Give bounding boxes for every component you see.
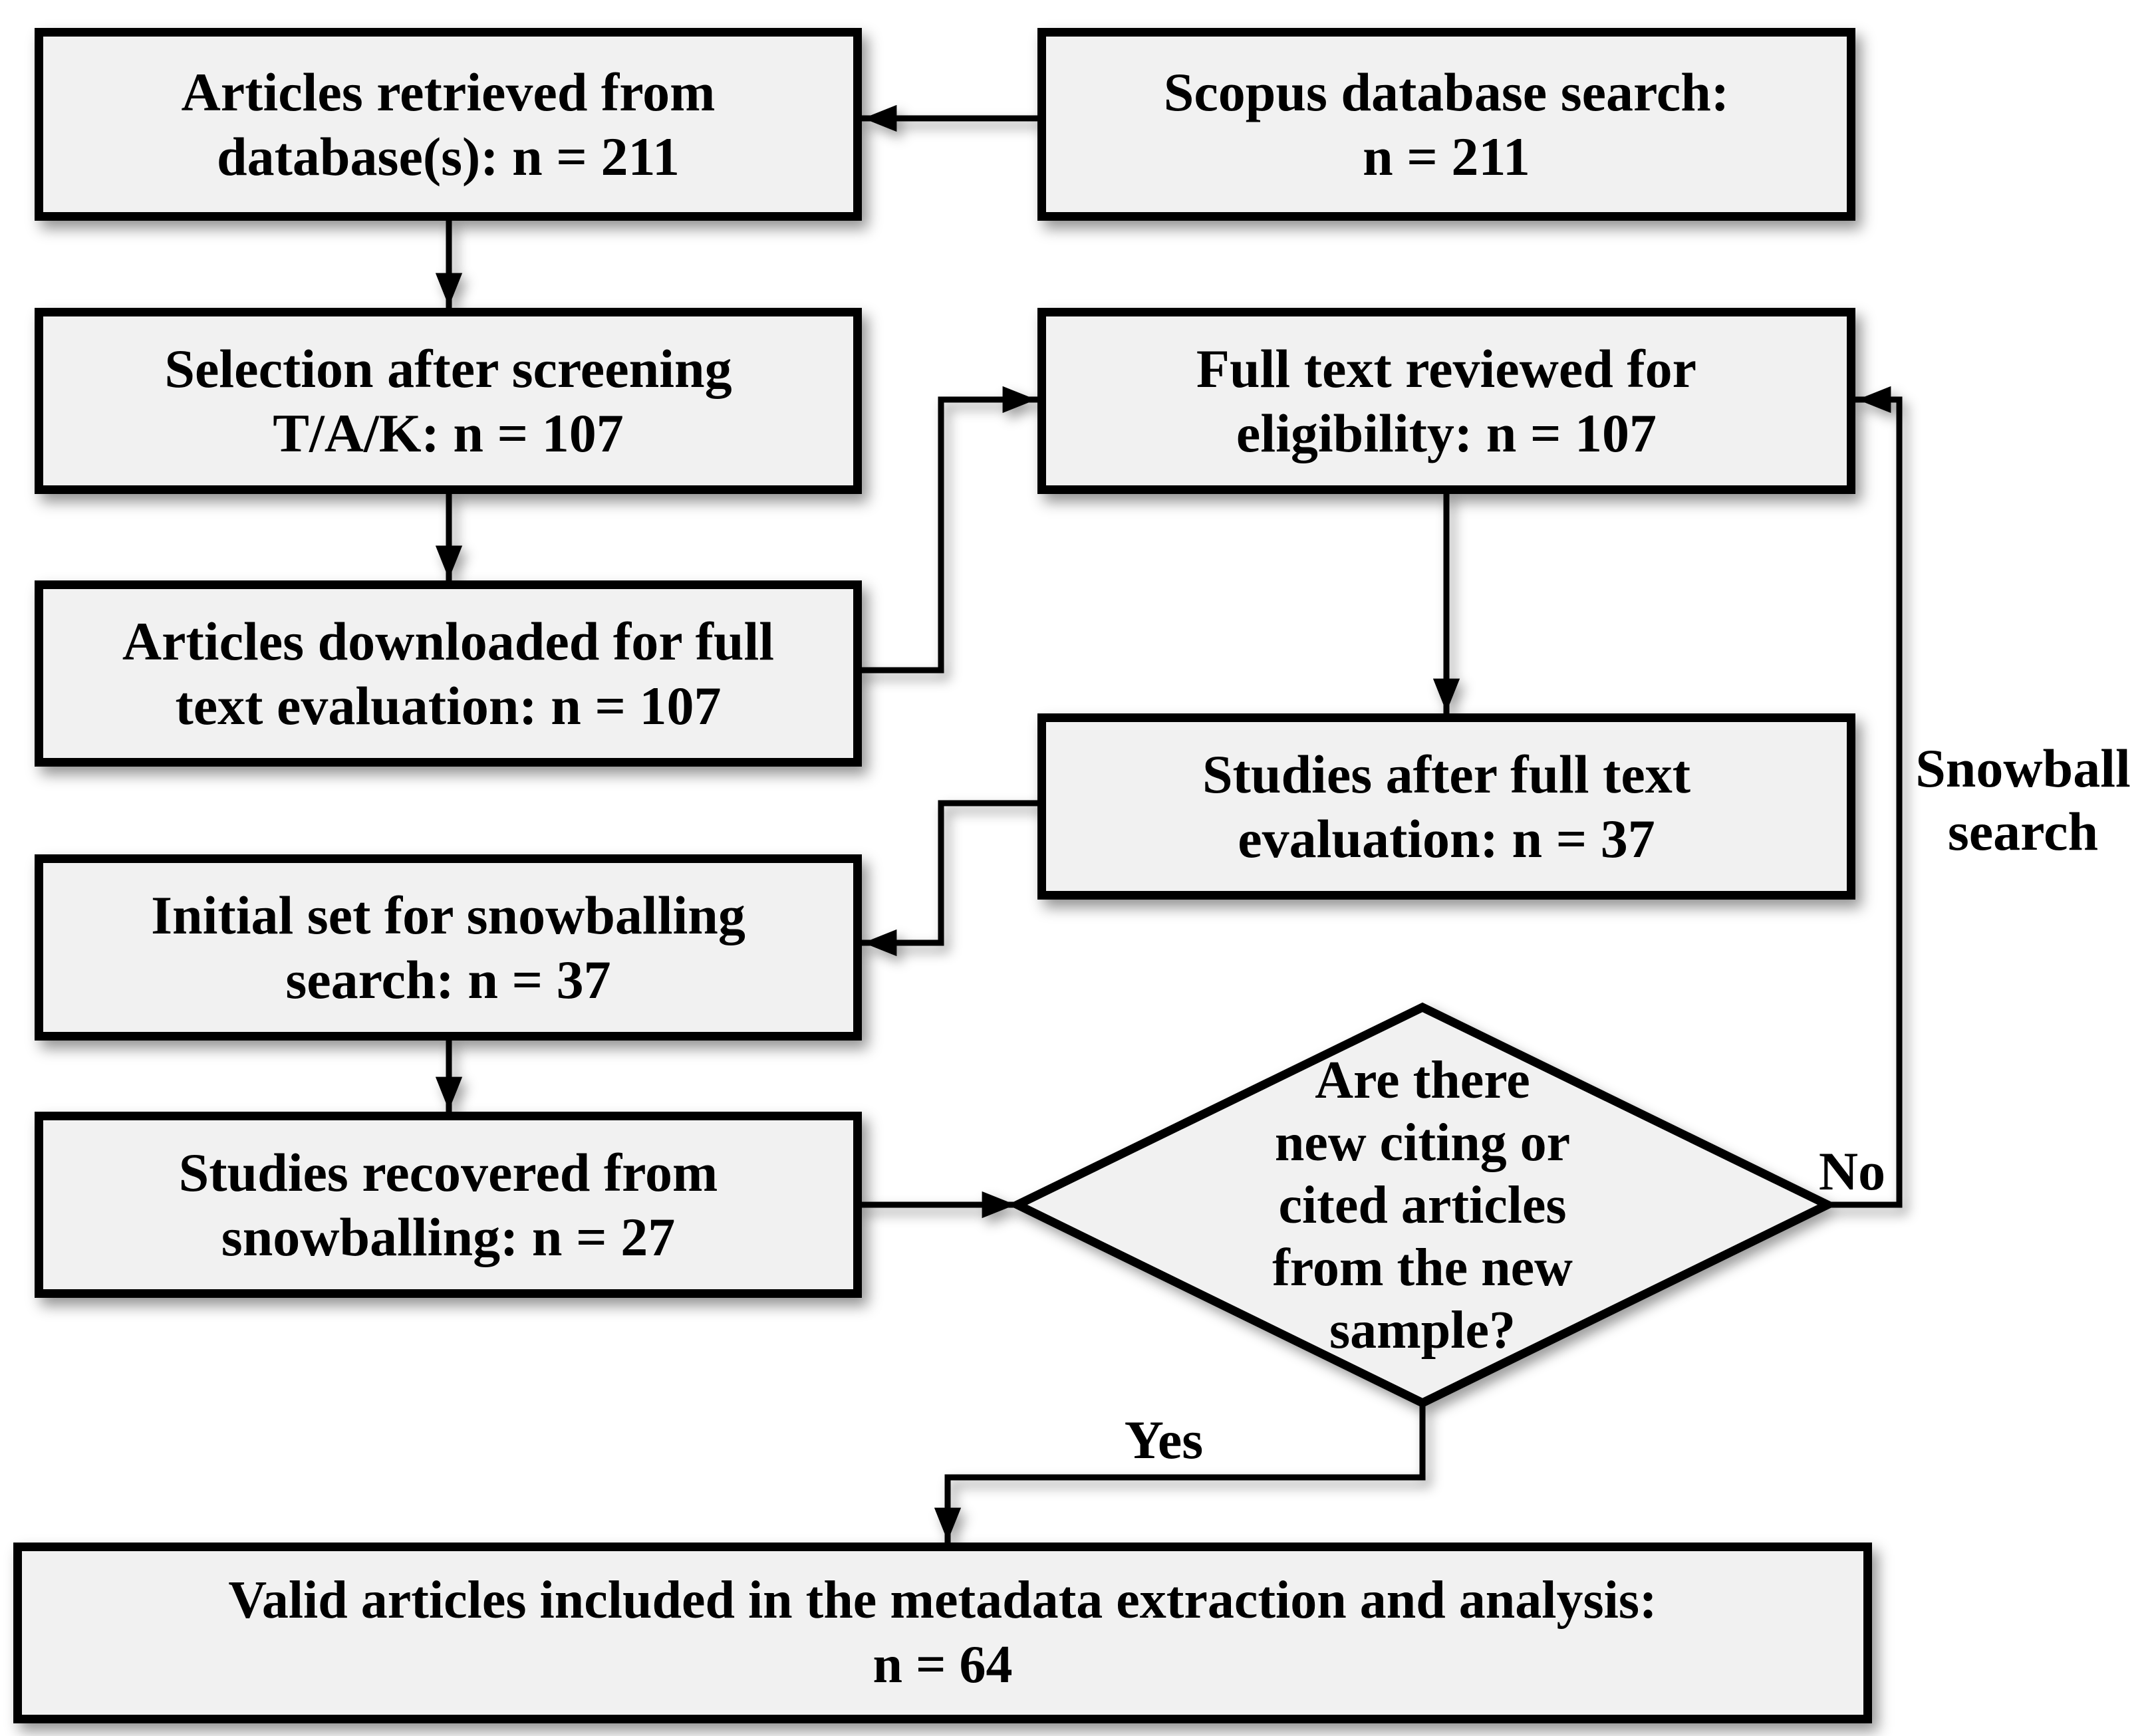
node-line: evaluation: n = 37 <box>1238 808 1655 869</box>
decision-diamond-text: Are there new citing or cited articles f… <box>1017 1007 1827 1403</box>
node-line: text evaluation: n = 107 <box>175 676 722 736</box>
edge-label-yes: Yes <box>1124 1410 1204 1470</box>
node-studies-recovered: Studies recovered from snowballing: n = … <box>35 1112 862 1298</box>
edge-label-line: search <box>1947 801 2099 862</box>
node-line: Scopus database search: <box>1163 62 1730 122</box>
node-selection-after-screening: Selection after screening T/A/K: n = 107 <box>35 308 862 494</box>
node-line: eligibility: n = 107 <box>1236 403 1657 463</box>
node-line: Studies recovered from <box>178 1142 718 1203</box>
node-articles-downloaded: Articles downloaded for full text evalua… <box>35 580 862 767</box>
arrow-downloaded-to-fulltext <box>857 386 1039 674</box>
node-scopus-database-search: Scopus database search: n = 211 <box>1037 28 1855 221</box>
arrow-evaluation-to-initialset <box>860 800 1042 957</box>
node-line: search: n = 37 <box>285 949 611 1010</box>
path-decision-yes <box>934 1400 1426 1545</box>
decision-line: Are there <box>1315 1051 1530 1110</box>
node-line: Studies after full text <box>1202 744 1691 805</box>
node-line: Articles retrieved from <box>181 62 716 122</box>
node-line: Valid articles included in the metadata … <box>228 1571 1657 1630</box>
edge-label-snowball-search: Snowball search <box>1897 737 2149 863</box>
node-line: n = 64 <box>873 1636 1013 1694</box>
decision-line: new citing or <box>1274 1113 1571 1172</box>
node-valid-articles: Valid articles included in the metadata … <box>13 1543 1872 1723</box>
node-line: T/A/K: n = 107 <box>273 403 624 463</box>
node-initial-snowballing-set: Initial set for snowballing search: n = … <box>35 854 862 1041</box>
node-line: Selection after screening <box>164 338 732 399</box>
node-line: database(s): n = 211 <box>217 126 680 187</box>
node-articles-retrieved: Articles retrieved from database(s): n =… <box>35 28 862 221</box>
decision-line: from the new <box>1272 1238 1573 1297</box>
node-line: snowballing: n = 27 <box>221 1207 676 1267</box>
node-line: Initial set for snowballing <box>151 885 745 945</box>
node-studies-after-full-text: Studies after full text evaluation: n = … <box>1037 713 1855 900</box>
decision-line: sample? <box>1329 1301 1516 1360</box>
node-line: Articles downloaded for full <box>122 611 775 672</box>
node-line: n = 211 <box>1363 126 1530 187</box>
node-line: Full text reviewed for <box>1196 338 1697 399</box>
edge-label-no: No <box>1818 1141 1886 1201</box>
decision-diamond <box>1008 1002 1837 1408</box>
node-full-text-reviewed: Full text reviewed for eligibility: n = … <box>1037 308 1855 494</box>
edge-label-line: Snowball <box>1915 738 2131 799</box>
path-decision-no-loop <box>1824 386 1903 1208</box>
decision-line: cited articles <box>1278 1176 1567 1235</box>
